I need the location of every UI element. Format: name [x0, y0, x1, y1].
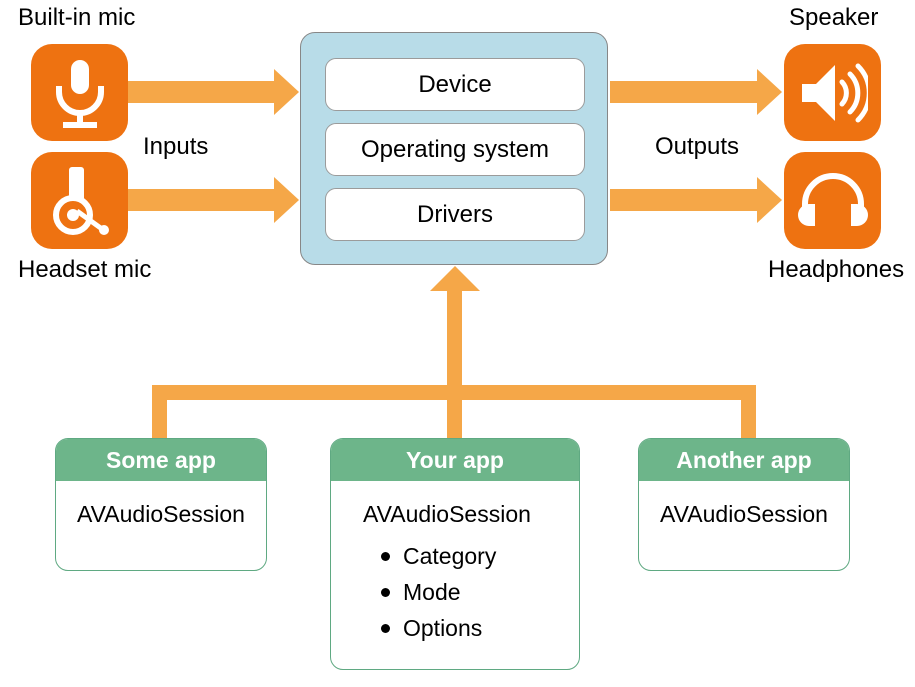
headset-mic-icon [47, 165, 113, 237]
output-arrow-1-head [757, 69, 782, 115]
app-card-some-app-body: AVAudioSession [56, 481, 266, 528]
headphones-icon-tile [784, 152, 881, 249]
app-card-another-app-header: Another app [639, 439, 849, 481]
headphones-icon [797, 170, 868, 232]
app-card-your-app-body: AVAudioSession Category Mode Options [331, 481, 579, 646]
headset-mic-icon-tile [31, 152, 128, 249]
input-arrow-2-head [274, 177, 299, 223]
apps-to-stack-arrow-shaft [447, 290, 462, 460]
input-arrow-1-shaft [128, 81, 276, 103]
app-card-your-app-bullet-options: Options [381, 610, 579, 646]
speaker-icon [798, 60, 868, 126]
app-card-your-app-session: AVAudioSession [363, 501, 531, 527]
stack-row-drivers: Drivers [325, 188, 585, 241]
headphones-label: Headphones [768, 256, 905, 283]
microphone-icon [49, 58, 111, 128]
output-arrow-1-shaft [610, 81, 758, 103]
apps-bus-horizontal [152, 385, 756, 400]
app-card-some-app-session: AVAudioSession [77, 501, 245, 527]
app-card-some-app-header: Some app [56, 439, 266, 481]
outputs-flow-label: Outputs [655, 133, 740, 160]
speaker-label: Speaker [789, 4, 879, 31]
app-card-your-app-bullet-list: Category Mode Options [331, 538, 579, 646]
stack-row-operating-system: Operating system [325, 123, 585, 176]
app-card-some-app[interactable]: Some app AVAudioSession [55, 438, 267, 571]
app-card-another-app-body: AVAudioSession [639, 481, 849, 528]
built-in-mic-icon-tile [31, 44, 128, 141]
input-arrow-2-shaft [128, 189, 276, 211]
app-card-another-app[interactable]: Another app AVAudioSession [638, 438, 850, 571]
built-in-mic-label: Built-in mic [18, 4, 136, 31]
stack-row-device: Device [325, 58, 585, 111]
headset-mic-label: Headset mic [18, 256, 152, 283]
inputs-flow-label: Inputs [143, 133, 209, 160]
input-arrow-1-head [274, 69, 299, 115]
apps-to-stack-arrow-head [430, 266, 480, 291]
system-stack-panel: Device Operating system Drivers [300, 32, 608, 265]
app-card-your-app-bullet-category: Category [381, 538, 579, 574]
app-card-your-app[interactable]: Your app AVAudioSession Category Mode Op… [330, 438, 580, 670]
app-card-your-app-header: Your app [331, 439, 579, 481]
app-card-your-app-bullet-mode: Mode [381, 574, 579, 610]
output-arrow-2-shaft [610, 189, 758, 211]
output-arrow-2-head [757, 177, 782, 223]
app-card-another-app-session: AVAudioSession [660, 501, 828, 527]
speaker-icon-tile [784, 44, 881, 141]
